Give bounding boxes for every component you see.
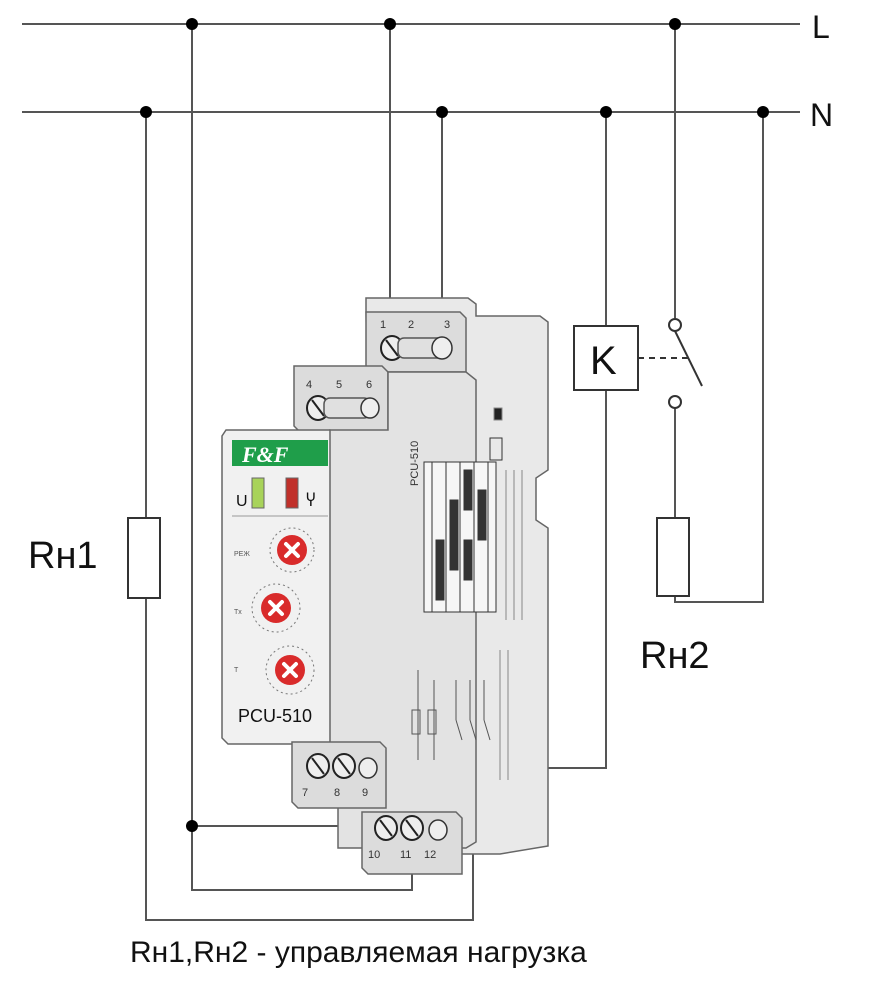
switch-contact-bottom <box>668 395 682 409</box>
device-front-face <box>221 429 339 745</box>
load-rh1-label: Rн1 <box>28 535 98 577</box>
knob-cross-icon <box>268 600 284 616</box>
brand-logo: F&F <box>241 442 289 467</box>
terminal-number: 7 <box>302 787 308 799</box>
terminal-number: 10 <box>368 849 380 861</box>
junction-dot <box>600 106 612 118</box>
terminal-number: 4 <box>306 379 312 391</box>
load-rh2-resistor <box>656 517 690 597</box>
diagram-caption: Rн1,Rн2 - управляемая нагрузка <box>130 936 587 969</box>
device-model-front: PCU-510 <box>238 706 312 726</box>
terminal-number: 9 <box>362 787 368 799</box>
junction-dot <box>757 106 769 118</box>
terminal-screw-slot <box>311 757 325 775</box>
junction-dot <box>384 18 396 30</box>
junction-dot <box>140 106 152 118</box>
brand-banner <box>232 440 328 466</box>
contactor-label: K <box>590 339 617 383</box>
junction-dot <box>669 18 681 30</box>
knob-cross-icon <box>282 662 298 678</box>
terminal-screw-slot <box>405 819 419 837</box>
terminal-number: 8 <box>334 787 340 799</box>
wire-rh2-to-n <box>674 112 764 603</box>
junction-dot <box>436 106 448 118</box>
led-output-label: Ⴤ <box>306 492 316 510</box>
knob-t-scale <box>265 645 315 695</box>
side-timing-chart <box>423 461 497 613</box>
terminal-number: 1 <box>380 319 386 331</box>
terminal-screw <box>358 757 378 779</box>
switch-contact-top <box>668 318 682 332</box>
bus-label-l: L <box>812 9 830 45</box>
side-specs <box>489 407 523 780</box>
side-wiring-sketch <box>411 670 491 760</box>
junction-dot <box>186 18 198 30</box>
terminal-screw-slot <box>311 399 325 417</box>
load-rh2-label: Rн2 <box>640 635 710 677</box>
terminal-screw <box>360 397 380 419</box>
terminal-screw-slot <box>379 819 393 837</box>
terminal-number: 5 <box>336 379 342 391</box>
terminal-screw-slot <box>385 339 399 357</box>
terminal-screw-slot <box>337 757 351 775</box>
switch-blade <box>674 330 703 387</box>
knob-cross-icon <box>284 542 300 558</box>
knob-mode-label: РЕЖ <box>234 551 250 558</box>
knob-tx-scale <box>251 583 301 633</box>
knob-t-label: T <box>234 667 239 674</box>
terminal-number: 2 <box>408 319 414 331</box>
knob-tx-label: Tx <box>234 609 242 616</box>
device-model-side: PCU-510 <box>409 441 421 486</box>
led-u <box>251 477 265 509</box>
terminal-number: 6 <box>366 379 372 391</box>
terminal-number: 3 <box>444 319 450 331</box>
load-rh1-resistor <box>127 517 161 599</box>
bus-label-n: N <box>810 97 833 133</box>
junction-dot <box>186 820 198 832</box>
knob-mode-scale <box>269 527 315 573</box>
terminal-number: 11 <box>400 849 411 861</box>
relay-device: 1 2 3 4 5 6 F&F U Ⴤ РЕЖ Tx <box>221 297 549 875</box>
led-output <box>285 477 299 509</box>
terminal-screw <box>431 336 453 360</box>
led-u-label: U <box>236 493 248 510</box>
terminal-number: 12 <box>424 849 436 861</box>
terminal-screw <box>428 819 448 841</box>
